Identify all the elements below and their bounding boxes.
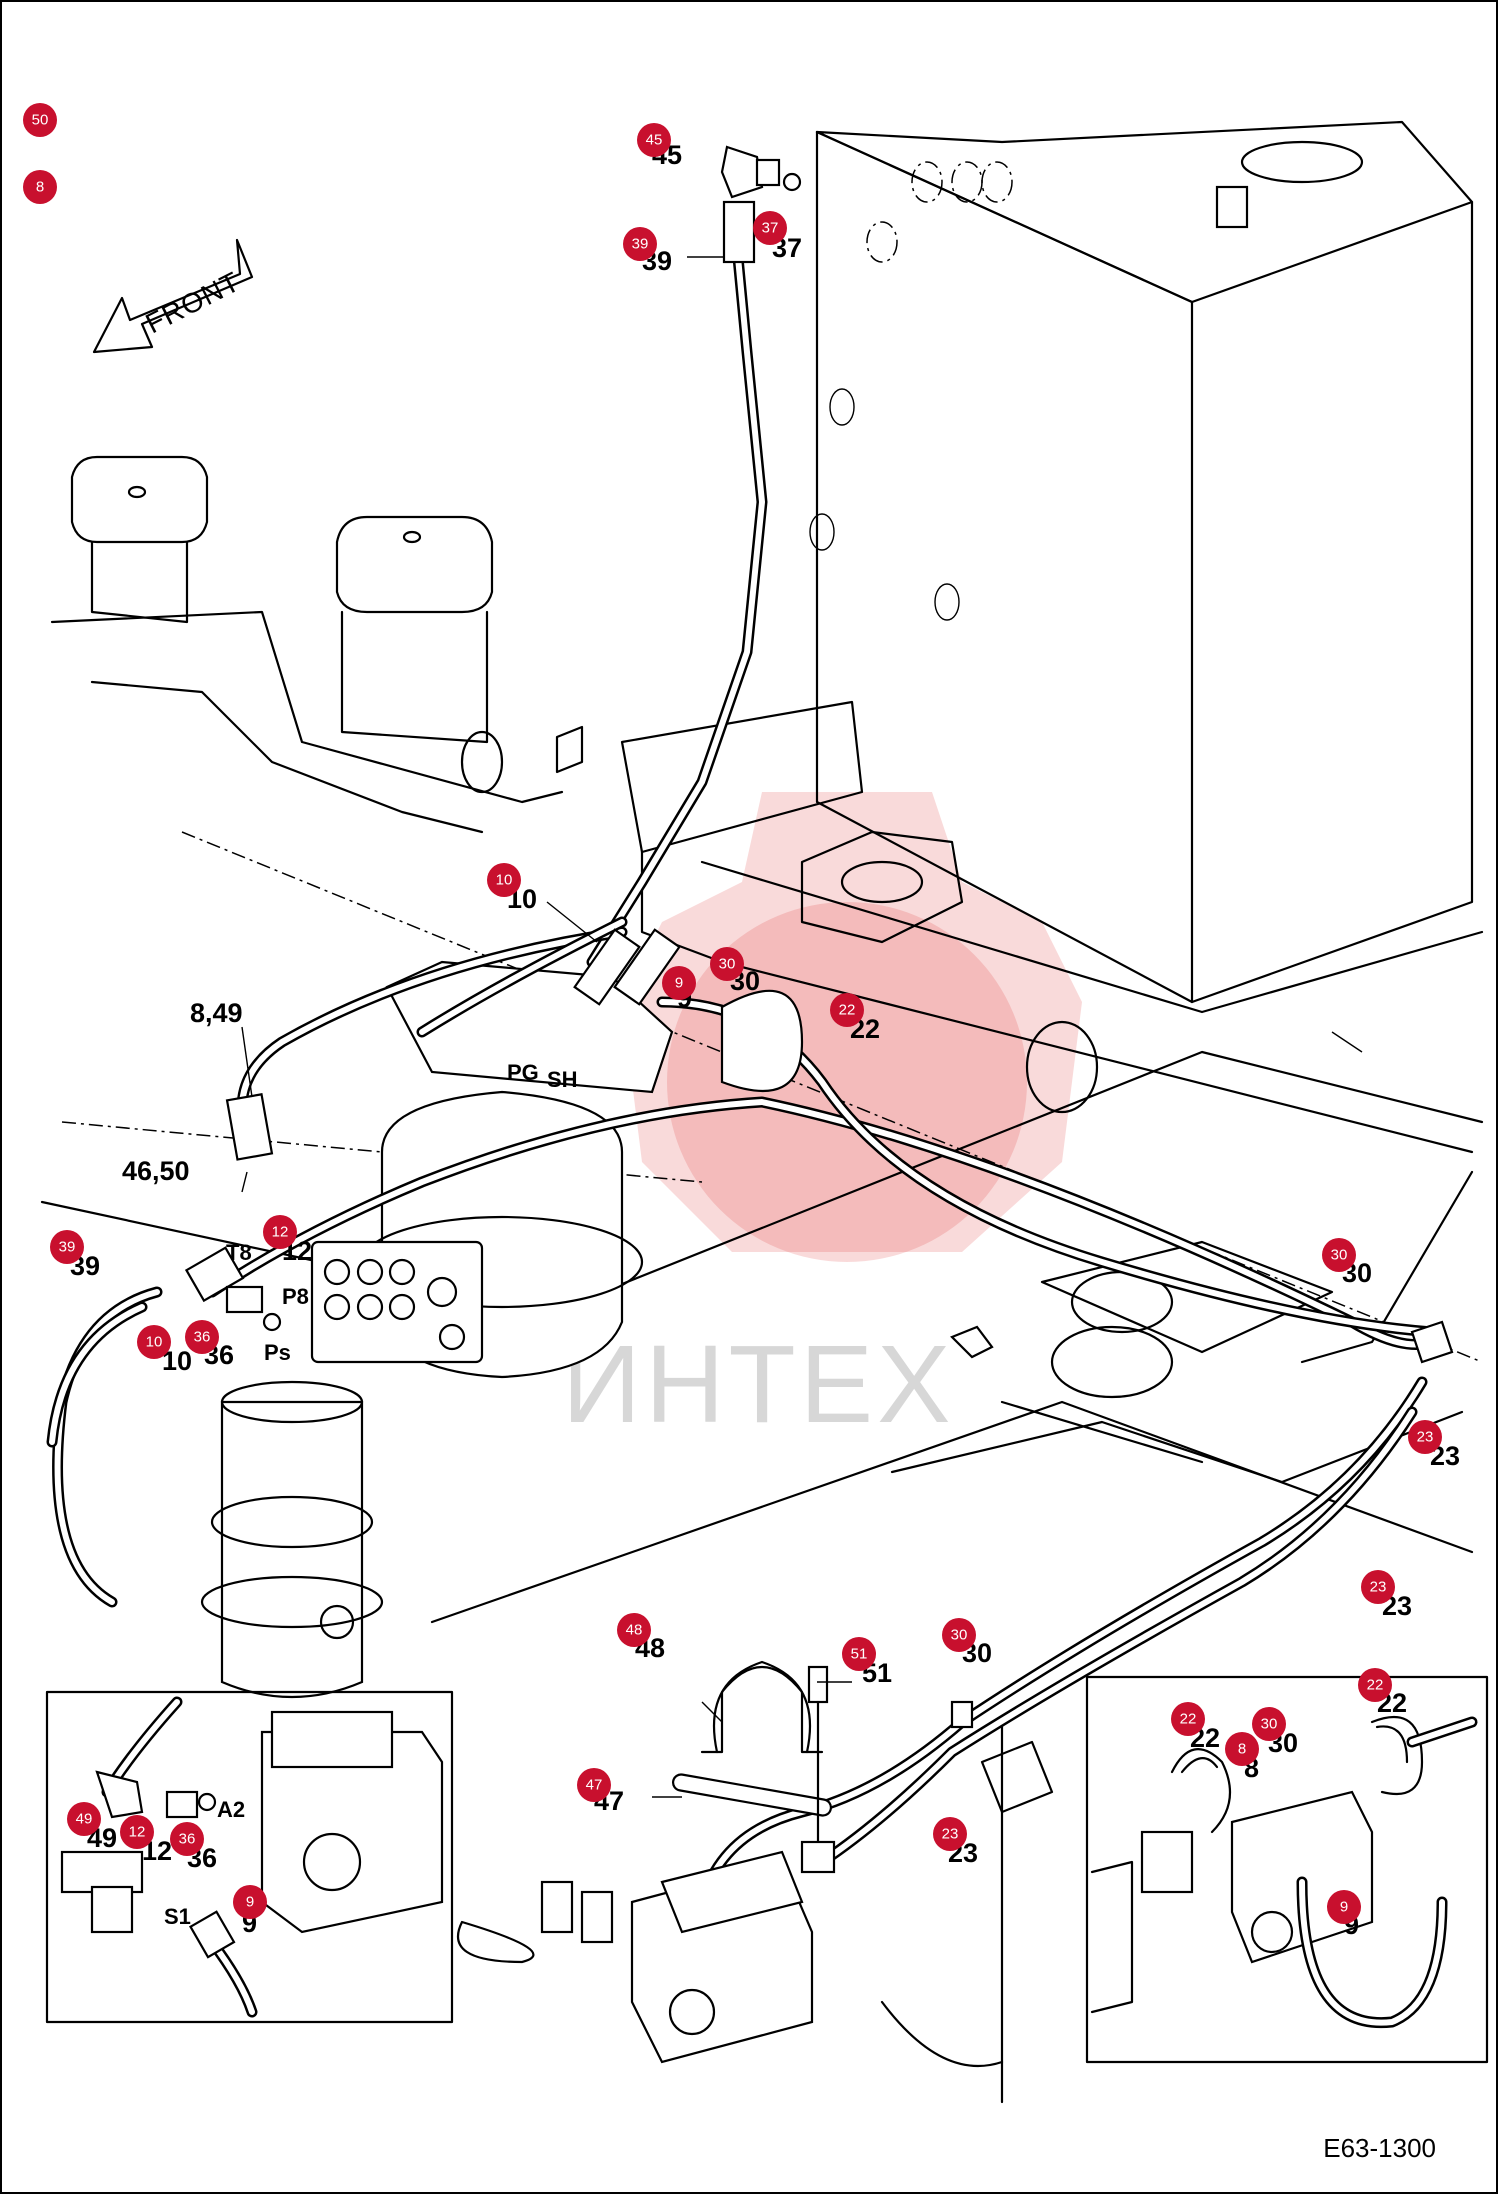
svg-text:12: 12 [272,1224,289,1241]
svg-text:8: 8 [1238,1741,1246,1758]
loose-parts [671,1660,1054,1874]
callout-labels: 45 37 39 10 9 30 22 8,49 46,50 39 12 10 … [70,140,1460,1940]
badge-9b: 9 [233,1885,267,1919]
svg-text:9: 9 [1340,1899,1348,1916]
svg-text:22: 22 [1180,1711,1197,1728]
badge-49: 49 [67,1802,101,1836]
port-labels: PG SH T8 P8 Ps A2 S1 [164,1060,578,1929]
badge-10b: 10 [137,1325,171,1359]
badge-8: 8 [1225,1732,1259,1766]
hydraulic-tank [809,120,1474,1004]
svg-text:12: 12 [129,1824,146,1841]
badge-22b: 22 [1171,1702,1205,1736]
svg-text:30: 30 [951,1627,968,1644]
port-s1: S1 [164,1904,191,1929]
svg-text:8: 8 [36,179,44,196]
badge-9: 9 [662,966,696,1000]
badge-51: 51 [842,1637,876,1671]
badge-23c: 23 [933,1817,967,1851]
badge-12b: 12 [120,1815,154,1849]
svg-text:9: 9 [246,1894,254,1911]
badge-12: 12 [263,1215,297,1249]
svg-text:47: 47 [586,1777,603,1794]
badge-22c: 22 [1358,1668,1392,1702]
svg-text:9: 9 [675,975,683,992]
svg-text:39: 39 [632,236,649,253]
badge-39b: 39 [50,1230,84,1264]
inset-left-frame [45,1690,454,2024]
badge-45: 45 [637,123,671,157]
svg-text:23: 23 [942,1826,959,1843]
front-arrow: FRONT [92,238,254,354]
port-block [323,1258,466,1351]
badge-50: 50 [23,103,57,137]
port-pg: PG [507,1060,539,1085]
swing-motor [200,960,674,1699]
fittings [184,145,1454,1364]
badge-10: 10 [487,863,521,897]
badge-8-top: 8 [23,170,57,204]
control-valve [456,1850,1004,2068]
svg-text:10: 10 [496,872,513,889]
port-t8: T8 [226,1240,252,1265]
red-badges: 50 8 45 39 37 10 9 30 22 39 12 10 36 30 … [23,103,1442,1924]
badge-36: 36 [185,1320,219,1354]
port-a2: A2 [217,1797,245,1822]
badge-23b: 23 [1361,1570,1395,1604]
front-label: FRONT [141,266,245,340]
svg-text:22: 22 [1367,1677,1384,1694]
badge-22: 22 [830,993,864,1027]
badge-30c: 30 [942,1618,976,1652]
svg-text:48: 48 [626,1622,643,1639]
badge-48: 48 [617,1613,651,1647]
callout-8-49: 8,49 [190,998,243,1028]
svg-text:39: 39 [59,1239,76,1256]
badge-30: 30 [710,947,744,981]
svg-text:30: 30 [719,956,736,973]
frame-mounts [50,455,584,834]
badge-36b: 36 [170,1822,204,1856]
leader-lines [241,256,1363,1798]
svg-text:45: 45 [646,132,663,149]
badge-39: 39 [623,227,657,261]
svg-text:51: 51 [851,1646,868,1663]
svg-text:36: 36 [179,1831,196,1848]
svg-text:22: 22 [839,1002,856,1019]
port-sh: SH [547,1067,578,1092]
badge-37: 37 [753,211,787,245]
badge-30b: 30 [1322,1238,1356,1272]
watermark-text: ИНТЕХ [562,1323,954,1446]
badge-23: 23 [1408,1420,1442,1454]
svg-text:23: 23 [1370,1579,1387,1596]
badge-47: 47 [577,1768,611,1802]
svg-text:37: 37 [762,220,779,237]
port-ps: Ps [264,1340,291,1365]
callout-46-50: 46,50 [122,1156,190,1186]
svg-text:50: 50 [32,112,49,129]
svg-text:36: 36 [194,1329,211,1346]
svg-text:10: 10 [146,1334,163,1351]
figure-id: E63-1300 [1323,2133,1436,2163]
svg-text:30: 30 [1261,1716,1278,1733]
badge-9c: 9 [1327,1890,1361,1924]
svg-text:23: 23 [1417,1429,1434,1446]
badge-30d: 30 [1252,1707,1286,1741]
port-p8: P8 [282,1284,309,1309]
svg-text:30: 30 [1331,1247,1348,1264]
svg-text:49: 49 [76,1811,93,1828]
